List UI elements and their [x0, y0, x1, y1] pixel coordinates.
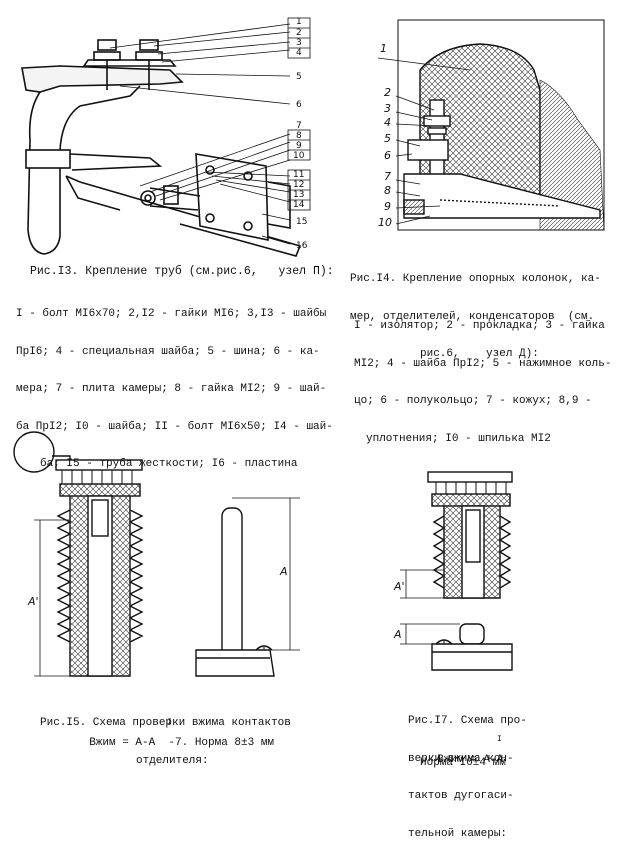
fig14-caption-line-1: Рис.I4. Крепление опорных колонок, ка-: [350, 273, 601, 285]
callout-13-5: 5: [296, 72, 302, 82]
fig14-caption-line-2: мер, отделителей, конденсаторов (см.: [350, 310, 595, 323]
callout-13-3: 3: [296, 38, 302, 48]
fig14-legend: I - изолятор; 2 - прокладка; 3 - гайка М…: [354, 295, 611, 458]
callout-13-7: 7: [296, 121, 302, 131]
callout-14-2: 2: [384, 86, 391, 99]
dim-15-a: А: [279, 565, 288, 578]
fig17-formula: Вжим = А-А I: [424, 735, 504, 766]
callout-14-10: 10: [378, 216, 392, 229]
fig17-formula-sup: I: [497, 735, 502, 744]
fig14-legend-line-4: уплотнения; I0 - шпилька МI2: [366, 432, 551, 445]
fig13-legend-line-2: ПрI6; 4 - специальная шайба; 5 - шина; 6…: [16, 345, 320, 358]
fig13-legend: I - болт МI6х70; 2,I2 - гайки МI6; 3,I3 …: [16, 283, 333, 483]
fig17-caption-line-1: Рис.I7. Схема про-: [408, 715, 527, 727]
fig14-caption-line-3: рис.6, узел Д):: [420, 348, 539, 360]
callout-14-5: 5: [384, 132, 391, 145]
dim-17-a: А: [393, 628, 402, 641]
fig17-formula-text: Вжим = А-А: [437, 753, 504, 766]
fig15-formula: Вжим = А-А -7. Норма 8±3 мм I: [76, 718, 275, 749]
callout-13-14: 14: [293, 200, 305, 210]
fig17-caption-line-2: верки вжима кон-: [408, 752, 514, 765]
dim-15-a-prime: А': [27, 595, 39, 608]
callout-13-8: 8: [296, 131, 302, 141]
callout-13-15: 15: [296, 217, 307, 227]
fig13-legend-line-3: мера; 7 - плита камеры; 8 - гайка МI2; 9…: [16, 383, 327, 395]
callout-13-13: 13: [293, 190, 304, 200]
figure-14-drawing: [397, 19, 605, 231]
callout-13-4: 4: [296, 48, 302, 58]
callout-14-9: 9: [384, 200, 391, 213]
callout-14-6: 6: [384, 149, 391, 162]
fig14-legend-line-2: МI2; 4 - шайба ПрI2; 5 - нажимное коль-: [354, 357, 612, 370]
fig15-formula-sup: I: [167, 718, 172, 727]
callout-13-2: 2: [296, 28, 302, 38]
fig14-caption: Рис.I4. Крепление опорных колонок, ка- м…: [350, 248, 601, 373]
fig17-norm: Норма I0±4 мм: [420, 757, 506, 769]
figure-15-drawing: [13, 431, 300, 677]
fig13-legend-line-4: ба ПрI2; I0 - шайба; II - болт МI6х50; I…: [16, 420, 333, 433]
fig14-legend-line-1: I - изолятор; 2 - прокладка; 3 - гайка: [354, 320, 605, 332]
fig13-legend-line-1: I - болт МI6х70; 2,I2 - гайки МI6; 3,I3 …: [16, 308, 327, 320]
fig17-caption: Рис.I7. Схема про- верки вжима кон- такт…: [408, 690, 527, 853]
fig17-caption-line-4: тельной камеры:: [408, 827, 508, 840]
callout-13-12: 12: [293, 180, 304, 190]
fig14-legend-line-3: цо; 6 - полукольцо; 7 - кожух; 8,9 -: [354, 395, 592, 407]
callout-13-6: 6: [296, 100, 302, 110]
callout-14-4: 4: [384, 116, 391, 129]
fig13-legend-line-5: ба; I5 - труба жесткости; I6 - пластина: [40, 458, 298, 470]
figure-17-drawing: [400, 471, 513, 671]
figure-13-drawing: 1 2 3 4 5 6 7 8 9 10 11 12 13 14 15 16: [13, 17, 605, 677]
callout-14-1: 1: [380, 42, 387, 55]
callout-13-16: 16: [296, 241, 308, 251]
fig15-caption-line-2: отделителя:: [136, 754, 209, 767]
callout-13-10: 10: [293, 151, 305, 161]
fig17-caption-line-3: тактов дугогаси-: [408, 790, 514, 802]
callout-13-11: 11: [293, 170, 304, 180]
callout-14-7: 7: [384, 170, 391, 183]
fig15-caption: Рис.I5. Схема проверки вжима контактов о…: [40, 692, 291, 780]
fig13-caption: Рис.I3. Крепление труб (см.рис.6, узел П…: [30, 265, 334, 278]
callout-14-8: 8: [384, 184, 391, 197]
fig15-formula-text: Вжим = А-А -7. Норма 8±3 мм: [89, 736, 275, 749]
callout-14-3: 3: [384, 102, 391, 115]
fig15-caption-line-1: Рис.I5. Схема проверки вжима контактов: [40, 717, 291, 729]
callout-13-1: 1: [296, 17, 302, 27]
dim-17-a-prime: А': [393, 580, 405, 593]
callout-13-9: 9: [296, 141, 302, 151]
